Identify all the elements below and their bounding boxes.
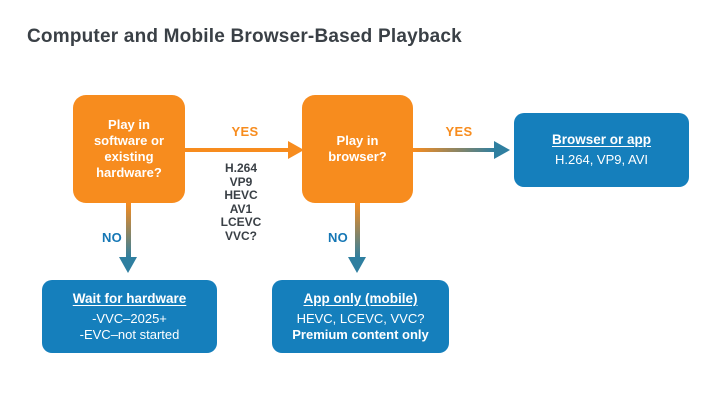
arrow-head-right-icon (288, 141, 304, 159)
arrow-line-yes-1 (185, 148, 289, 152)
label-yes-1: YES (231, 124, 259, 139)
page-title: Computer and Mobile Browser-Based Playba… (27, 26, 462, 47)
label-no-1: NO (101, 230, 123, 245)
result-codecs-browser-or-app: H.264, VP9, AVI (555, 152, 648, 167)
arrow-head-down-icon (348, 257, 366, 273)
decision-box-play-in-software: Play in software or existing hardware? (73, 95, 185, 203)
label-no-2: NO (327, 230, 349, 245)
decision-box-play-in-browser: Play in browser? (302, 95, 413, 203)
codec-item: VVC? (224, 228, 257, 243)
label-yes-2: YES (445, 124, 473, 139)
codec-item: H.264 (224, 161, 258, 175)
arrow-head-down-icon (119, 257, 137, 273)
codec-item: VP9 (229, 174, 253, 189)
result-line-vvc: -VVC–2025+ (92, 310, 167, 326)
arrow-line-yes-2 (413, 148, 495, 152)
result-heading-browser-or-app: Browser or app (551, 132, 652, 147)
result-heading-app-only: App only (mobile) (303, 290, 418, 306)
codec-consideration-list: H.264 VP9 HEVC AV1 LCEVC VVC? (200, 161, 282, 243)
result-heading-wait-for-hardware: Wait for hardware (72, 290, 187, 306)
codec-item: LCEVC (220, 215, 262, 229)
arrow-head-right-icon (494, 141, 510, 159)
result-codecs-app-only: HEVC, LCEVC, VVC? (296, 310, 425, 326)
codec-item: AV1 (229, 201, 253, 216)
result-line-premium-content: Premium content only (292, 326, 429, 342)
result-line-evc: -EVC–not started (79, 326, 180, 342)
result-box-app-only-mobile: App only (mobile) HEVC, LCEVC, VVC? Prem… (272, 280, 449, 353)
result-box-browser-or-app: Browser or app H.264, VP9, AVI (514, 113, 689, 187)
codec-item: HEVC (224, 188, 258, 202)
arrow-line-no-2 (355, 203, 360, 258)
arrow-line-no-1 (126, 203, 131, 258)
result-box-wait-for-hardware: Wait for hardware -VVC–2025+ -EVC–not st… (42, 280, 217, 353)
